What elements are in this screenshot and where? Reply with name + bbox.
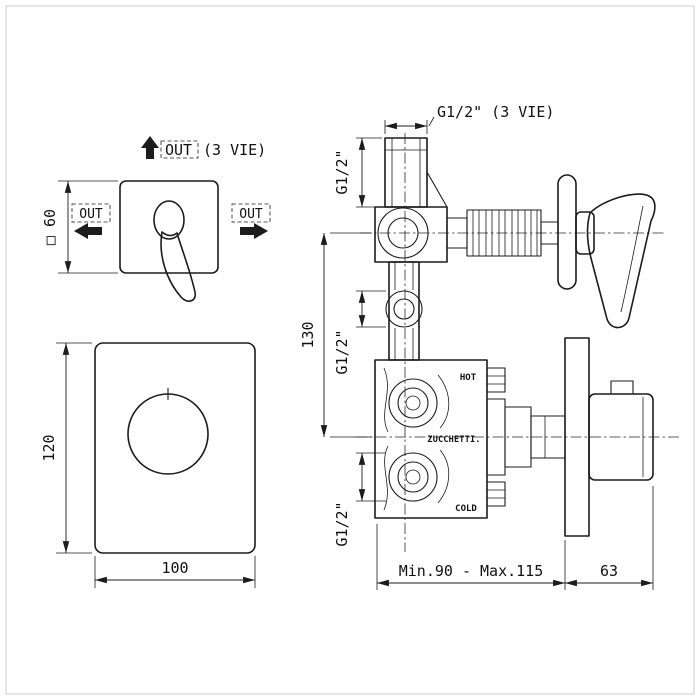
dim-g12-lower-label: G1/2" <box>333 501 351 546</box>
dim-g12-lower: G1/2" <box>333 452 386 547</box>
hot-port-outer <box>388 378 438 428</box>
cold-port-inner <box>405 469 421 485</box>
middle-port-inner <box>393 298 415 320</box>
override-button <box>610 380 634 395</box>
dim-g12-3vie-label: G1/2" (3 VIE) <box>437 103 554 121</box>
dim-g12-middle: G1/2" <box>333 290 386 375</box>
dim-square-60: □ 60 <box>41 180 118 274</box>
dim-63-label: 63 <box>600 562 618 580</box>
dim-g12-upper: G1/2" <box>333 137 382 208</box>
up-arrow-icon <box>141 136 159 159</box>
dim-120: 120 <box>40 342 92 554</box>
dim-g12-3vie: G1/2" (3 VIE) <box>384 103 554 134</box>
lever-crease <box>620 205 644 313</box>
dim-130: 130 <box>299 232 372 438</box>
section-view: HOT ZUCCHETTI. COLD <box>299 103 682 590</box>
dim-depth-label: Min.90 - Max.115 <box>399 562 544 580</box>
small-plate-outline <box>119 180 219 274</box>
out-right-label: OUT <box>239 207 263 222</box>
dim-depth: Min.90 - Max.115 63 <box>376 486 654 590</box>
cold-label: COLD <box>455 504 477 514</box>
channel-line <box>437 374 450 429</box>
lever-handle-side <box>586 193 656 329</box>
lever-handle-front <box>160 231 197 302</box>
dim-130-label: 130 <box>299 321 317 348</box>
hot-label: HOT <box>460 373 477 383</box>
right-arrow-icon <box>240 223 268 239</box>
lever-opening <box>153 200 185 240</box>
cartridge-assembly <box>486 337 654 537</box>
large-plate-outline <box>94 342 256 554</box>
upper-port-outer <box>377 207 429 259</box>
front-view-small-plate: OUT (3 VIE) OUT OUT □ 60 <box>41 136 271 302</box>
out-left-box <box>71 203 111 223</box>
dim-100-label: 100 <box>161 559 188 577</box>
body-transition-line <box>426 171 448 208</box>
block-fittings <box>486 367 506 507</box>
upper-valve-body <box>374 206 448 263</box>
page-border <box>5 5 695 695</box>
out-top-label: OUT <box>165 141 192 159</box>
channel-line <box>383 445 389 511</box>
middle-port-outer <box>385 290 423 328</box>
out-left-label: OUT <box>79 207 103 222</box>
upper-port-inner <box>387 217 419 249</box>
channel-line <box>383 367 389 433</box>
lever-hub <box>575 211 595 255</box>
dim-g12-upper-label: G1/2" <box>333 149 351 194</box>
out-top-suffix-label: (3 VIE) <box>203 141 266 159</box>
front-view-large-plate: 120 100 <box>40 342 256 588</box>
middle-pipe <box>385 261 423 361</box>
brand-label: ZUCCHETTI. <box>427 435 480 445</box>
dim-120-label: 120 <box>40 434 58 461</box>
knob-front <box>127 393 209 475</box>
dim-g12-middle-label: G1/2" <box>333 329 351 374</box>
dim-square-60-label: □ 60 <box>41 209 59 245</box>
thermostatic-block: HOT ZUCCHETTI. COLD <box>374 359 506 519</box>
hot-port-mid <box>397 387 429 419</box>
upper-escutcheon <box>557 174 577 290</box>
out-top-box <box>160 140 199 159</box>
cold-port-outer <box>388 452 438 502</box>
hot-port-inner <box>405 395 421 411</box>
diverter-stem-assembly <box>446 174 656 329</box>
top-port-pipe <box>384 137 448 208</box>
dim-100: 100 <box>94 556 256 588</box>
left-arrow-icon <box>74 223 102 239</box>
out-right-box <box>231 203 271 223</box>
cold-port-mid <box>397 461 429 493</box>
channel-line <box>437 449 450 504</box>
